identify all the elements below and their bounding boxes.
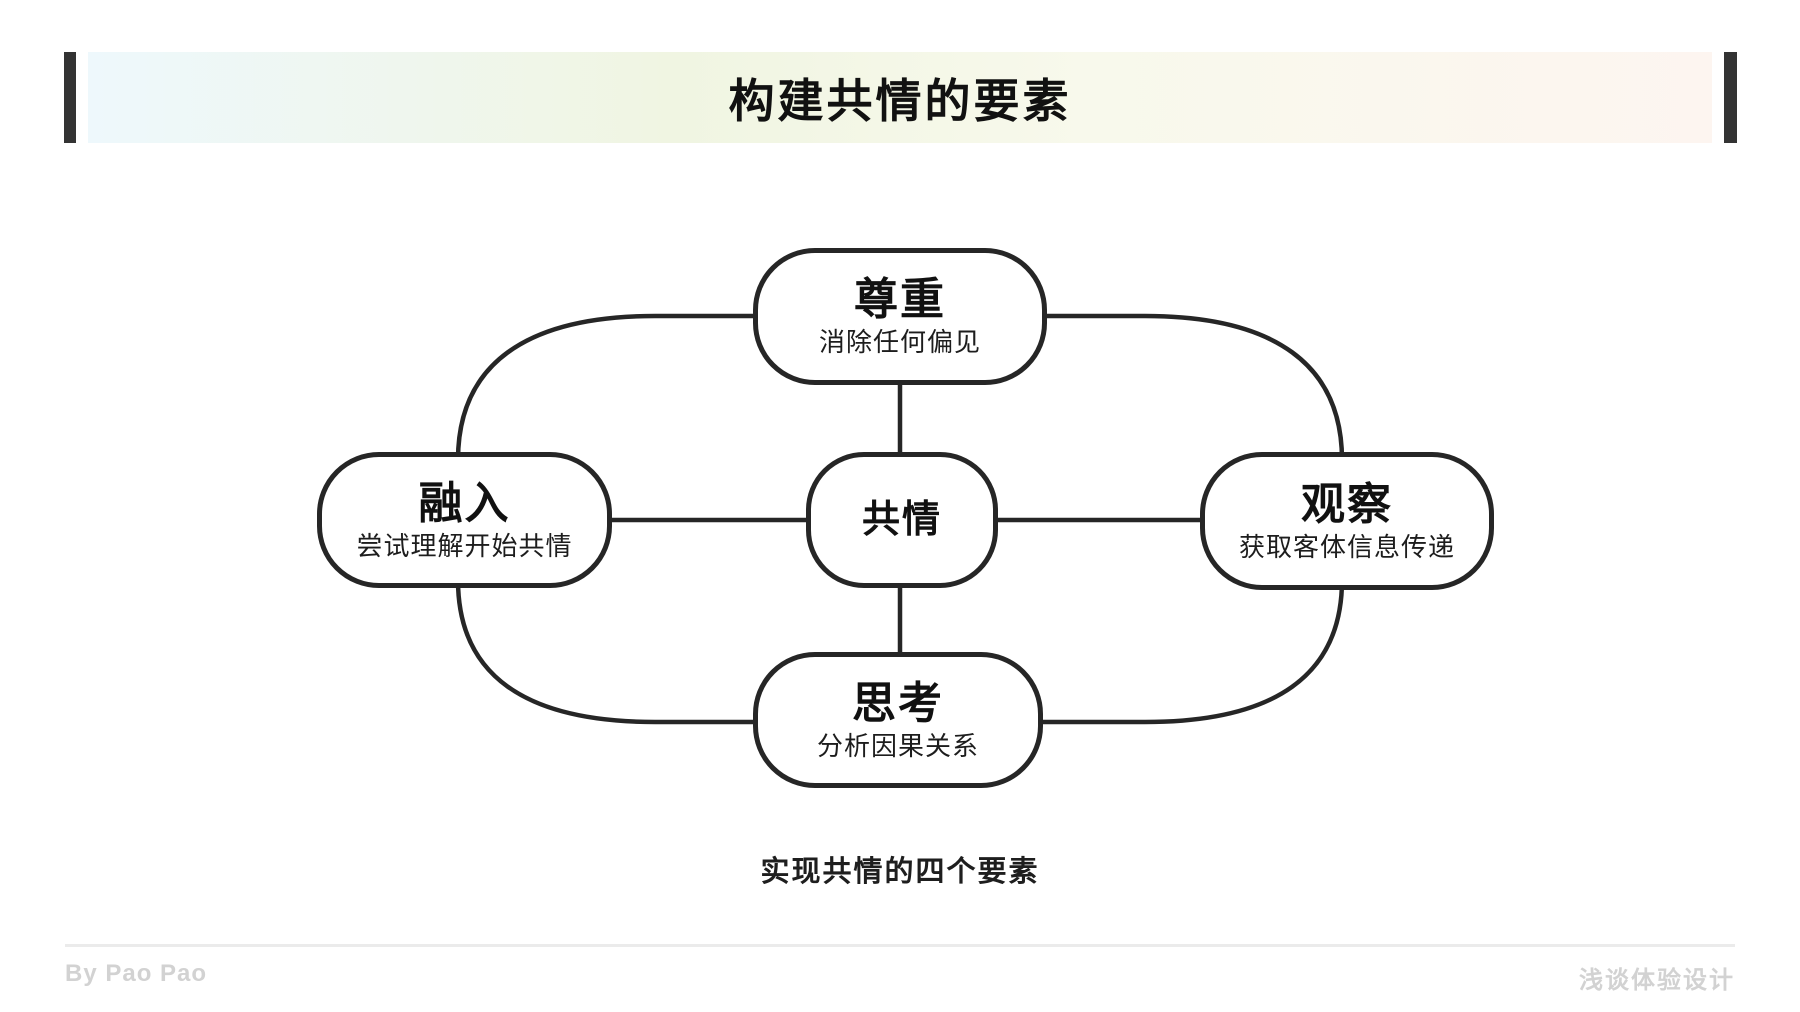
connector-integrate-respect — [455, 313, 760, 461]
node-observe-title: 观察 — [1301, 479, 1393, 529]
node-respect: 尊重 消除任何偏见 — [753, 248, 1047, 385]
node-empathy-title: 共情 — [861, 499, 942, 541]
connector-think-observe — [1040, 579, 1345, 725]
footer-brand: 浅谈体验设计 — [1579, 967, 1735, 994]
header-banner: 构建共情的要素 — [88, 52, 1712, 143]
page-title: 构建共情的要素 — [728, 74, 1072, 127]
node-observe: 观察 获取客体信息传递 — [1200, 452, 1494, 590]
node-integrate-description: 尝试理解开始共情 — [356, 530, 573, 561]
node-integrate: 融入 尝试理解开始共情 — [317, 452, 612, 588]
connector-respect-observe — [1040, 313, 1345, 461]
connector-integrate-think — [455, 579, 760, 725]
header-accent-bar-left — [64, 52, 76, 143]
footer-divider — [65, 944, 1735, 947]
node-empathy-center: 共情 — [806, 452, 998, 588]
node-think-description: 分析因果关系 — [816, 730, 979, 761]
footer-author: By Pao Pao — [65, 960, 208, 987]
node-think-title: 思考 — [852, 678, 944, 728]
node-observe-description: 获取客体信息传递 — [1238, 531, 1455, 562]
header-accent-bar-right — [1724, 52, 1737, 143]
diagram-caption: 实现共情的四个要素 — [760, 856, 1040, 888]
node-think: 思考 分析因果关系 — [753, 652, 1043, 788]
node-respect-description: 消除任何偏见 — [818, 327, 981, 357]
node-integrate-title: 融入 — [418, 478, 511, 528]
node-respect-title: 尊重 — [854, 275, 946, 324]
